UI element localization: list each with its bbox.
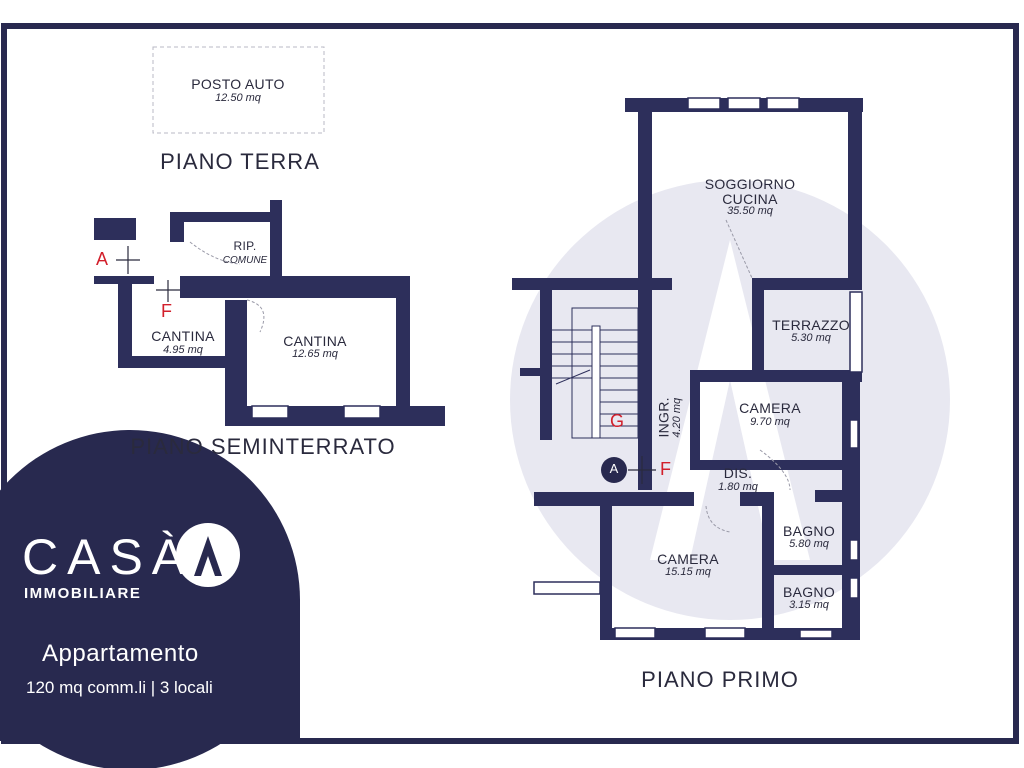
room-name-bagno-2: BAGNO: [782, 584, 836, 600]
first-floor-windows: [614, 97, 863, 639]
section-marker-a: A: [96, 249, 109, 269]
room-area-bagno-1: 5.80 mq: [789, 538, 829, 550]
door-swings: [705, 219, 791, 533]
room-name-cantina-large: CANTINA: [283, 333, 347, 349]
room-area-soggiorno: 35.50 mq: [727, 205, 773, 217]
room-name-cucina: CUCINA: [722, 191, 778, 207]
section-marker-f-primo: F: [660, 459, 671, 479]
brand-corner: [0, 430, 300, 768]
room-name-posto-auto: POSTO AUTO: [191, 76, 285, 92]
room-name-camera-small: CAMERA: [739, 400, 801, 416]
room-area-bagno-2: 3.15 mq: [789, 599, 829, 611]
listing-title: Appartamento: [42, 640, 199, 667]
basement-walls: [94, 200, 445, 426]
room-name-soggiorno: SOGGIORNO: [704, 176, 796, 192]
room-name-cantina-small: CANTINA: [151, 328, 215, 344]
room-name-camera-large: CAMERA: [657, 551, 719, 567]
room-area-cantina-small: 4.95 mq: [163, 344, 203, 356]
room-area-terrazzo: 5.30 mq: [791, 332, 831, 344]
room-sub-rip: COMUNE: [222, 255, 268, 266]
room-area-camera-large: 15.15 mq: [665, 566, 711, 578]
staircase: [552, 307, 639, 439]
brand-logo-text: CASÀ: [22, 529, 195, 585]
room-area-cantina-large: 12.65 mq: [292, 348, 338, 360]
room-area-dis: 1.80 mq: [718, 481, 758, 493]
floor-title-seminterrato: PIANO SEMINTERRATO: [130, 434, 396, 459]
room-name-bagno-1: BAGNO: [782, 523, 836, 539]
basement-windows: [251, 405, 381, 419]
first-floor-walls: [512, 98, 863, 640]
entrance-marker-letter: A: [609, 461, 619, 476]
floor-title-terra: PIANO TERRA: [160, 149, 320, 174]
section-marker-g: G: [610, 411, 625, 431]
room-area-ingr: 4.20 mq: [671, 397, 684, 438]
listing-details: 120 mq comm.li | 3 locali: [26, 678, 213, 697]
floor-title-primo: PIANO PRIMO: [641, 667, 799, 692]
basement-section-lines: [116, 246, 180, 302]
entrance-marker-circle: [601, 457, 627, 483]
brand-subtitle: IMMOBILIARE: [24, 585, 142, 602]
room-name-rip: RIP.: [233, 239, 257, 253]
parking-outline: [152, 46, 325, 134]
room-name-ingr: INGR.: [655, 397, 672, 438]
room-area-camera-small: 9.70 mq: [750, 416, 790, 428]
section-marker-f-basement: F: [161, 301, 172, 321]
room-name-dis: DIS.: [723, 465, 753, 481]
room-name-terrazzo: TERRAZZO: [772, 317, 850, 333]
first-floor-section-lines: [628, 456, 656, 484]
page-frame: [1, 23, 1019, 744]
room-area-posto-auto: 12.50 mq: [215, 92, 261, 104]
